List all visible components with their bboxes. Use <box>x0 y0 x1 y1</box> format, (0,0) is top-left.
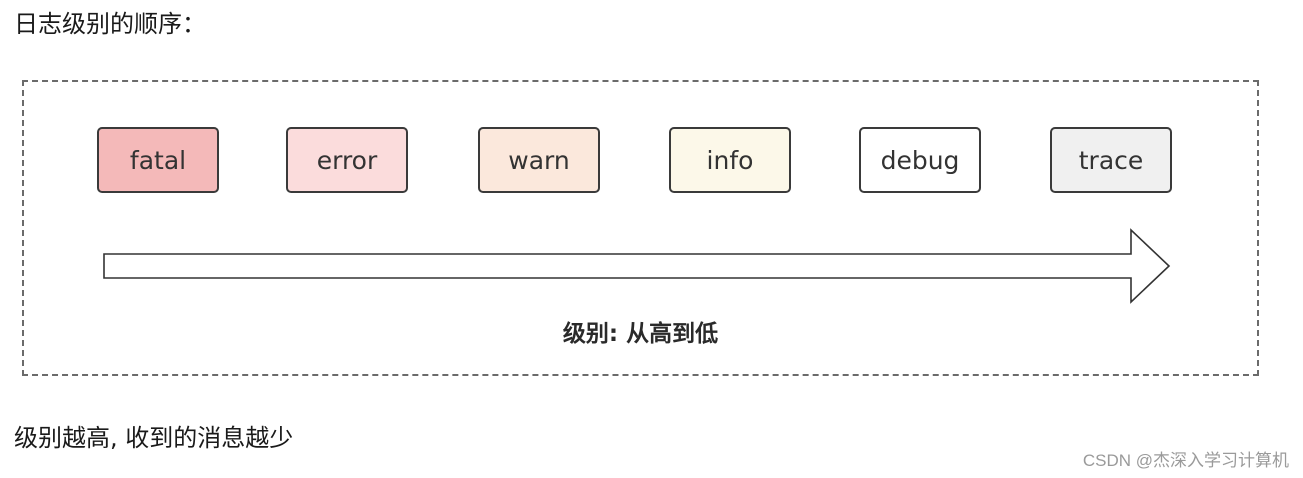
level-box-info: info <box>669 127 791 193</box>
level-box-error: error <box>286 127 408 193</box>
page-heading: 日志级别的顺序： <box>14 10 206 38</box>
level-box-debug: debug <box>859 127 981 193</box>
descending-level-arrow <box>103 228 1171 304</box>
level-label-warn: warn <box>508 145 570 175</box>
level-label-trace: trace <box>1078 145 1144 175</box>
log-level-diagram: fatal error warn info debug trace 级别: 从高… <box>22 80 1259 376</box>
axis-caption: 级别: 从高到低 <box>562 321 719 347</box>
level-box-fatal: fatal <box>97 127 219 193</box>
level-label-info: info <box>706 145 754 175</box>
arrow-shape <box>103 228 1171 304</box>
watermark: CSDN @杰深入学习计算机 <box>1082 451 1289 470</box>
level-label-debug: debug <box>880 145 960 175</box>
level-box-trace: trace <box>1050 127 1172 193</box>
level-box-warn: warn <box>478 127 600 193</box>
level-label-fatal: fatal <box>129 145 187 175</box>
footer-note: 级别越高, 收到的消息越少 <box>14 424 294 452</box>
level-label-error: error <box>316 145 378 175</box>
